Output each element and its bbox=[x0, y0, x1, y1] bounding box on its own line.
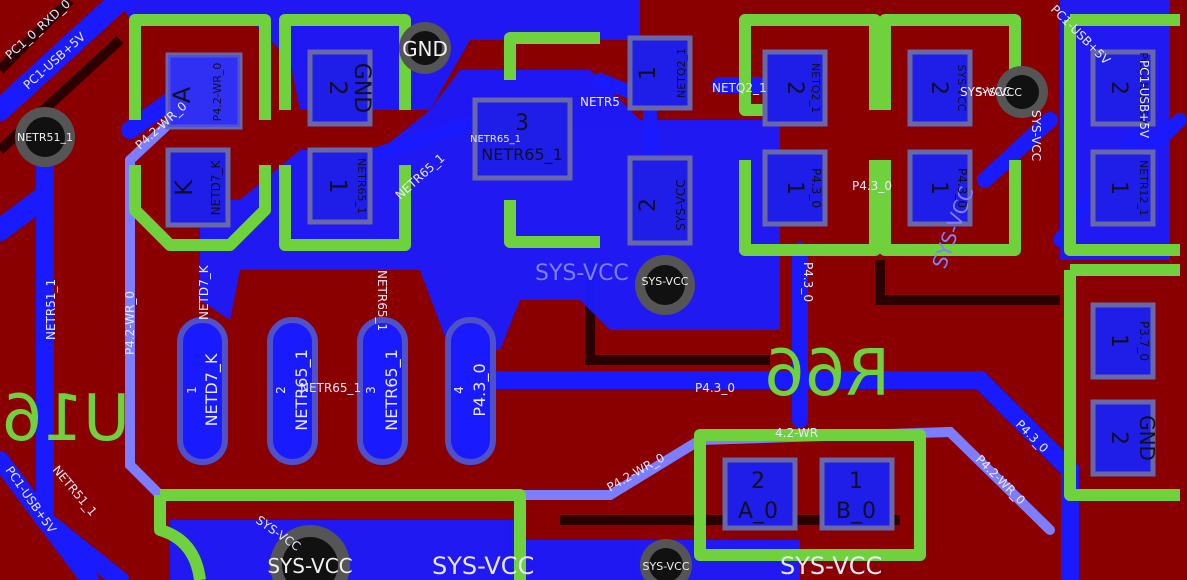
pad-u16-1-num: 1 bbox=[185, 386, 199, 394]
pad-rtop-2-net: NETQ2_1 bbox=[809, 63, 822, 113]
pad-q2-2-num: 2 bbox=[636, 198, 661, 212]
via-netr51[interactable]: NETR51_1 bbox=[15, 107, 75, 167]
pad-gnd-2-num: 2 bbox=[324, 80, 352, 95]
pad-rfar-2-net: GND bbox=[1135, 415, 1159, 461]
pad-rmid-2-net: SYS-VCC bbox=[955, 65, 968, 112]
pad-r66-1-net: B_0 bbox=[836, 499, 876, 524]
pad-q2-3-net: NETR65_1 bbox=[481, 145, 563, 165]
label-netr65-vert: NETR65_1 bbox=[375, 270, 389, 331]
designator-u16: U16 bbox=[2, 382, 130, 456]
diode-cathode-net: NETD7_K bbox=[209, 160, 223, 216]
pour-label-sysvcc-c: SYS-VCC bbox=[780, 552, 882, 580]
pad-u16-3-num: 3 bbox=[364, 386, 378, 394]
pad-rright-2-net: PC1-USB+5V bbox=[1137, 52, 1150, 124]
pad-r66-2-net: A_0 bbox=[738, 499, 778, 524]
pad-u16-3-net: NETR65_1 bbox=[382, 349, 402, 431]
via-sysvcc-bottom-mid-label: SYS-VCC bbox=[643, 560, 690, 573]
label-sysvcc-right: SYS-VCC bbox=[960, 85, 1011, 99]
label-p42-vertical: P4.2-WR_0 bbox=[123, 291, 137, 355]
pad-rmid-1-net: P4.3_0 bbox=[955, 168, 969, 208]
pad-r66-1-num: 1 bbox=[849, 469, 863, 494]
pad-gnd-2-net: GND bbox=[349, 63, 374, 113]
pour-label-sysvcc-b: SYS-VCC bbox=[432, 552, 534, 580]
label-netr65-small: NETR65_1 bbox=[470, 134, 521, 145]
label-netr65-horiz: NETR65_1 bbox=[300, 381, 361, 395]
pad-u16-4-num: 4 bbox=[452, 386, 466, 394]
label-netr5: NETR5 bbox=[580, 95, 620, 109]
pad-q2-2-net: SYS-VCC bbox=[674, 179, 688, 230]
label-p42-top-short: 4.2-WR bbox=[775, 426, 818, 440]
label-netq2-top: NETQ2_1 bbox=[712, 81, 767, 95]
pad-rfar-1-net: P3.7_0 bbox=[1137, 321, 1151, 361]
label-p43-horiz: P4.3_0 bbox=[695, 381, 735, 395]
label-netr51-vertical: NETR51_1 bbox=[44, 279, 58, 340]
pad-rtop-1-num: 1 bbox=[782, 181, 807, 195]
anode-pad-highlight bbox=[168, 55, 240, 127]
u16-pad-outlines bbox=[177, 317, 496, 465]
via-sysvcc-right[interactable]: SYS-VCC bbox=[975, 66, 1048, 118]
pad-u16-2-num: 2 bbox=[274, 386, 288, 394]
via-sysvcc-mid[interactable]: SYS-VCC bbox=[635, 255, 695, 315]
via-sysvcc-bottom-left-label: SYS-VCC bbox=[267, 554, 352, 578]
via-gnd[interactable]: GND bbox=[399, 22, 451, 74]
pad-u16-2-net: NETR65_1 bbox=[292, 349, 312, 431]
pad-u16-4-net: P4.3_0 bbox=[470, 363, 490, 416]
pour-label-sysvcc-a: SYS-VCC bbox=[535, 261, 629, 286]
label-usb-right-diag: PC1-USB+5V bbox=[1137, 60, 1151, 139]
label-sysvcc-vert: SYS-VCC bbox=[1029, 110, 1043, 161]
pad-q2-1-num: 1 bbox=[636, 66, 661, 80]
pad-rright-2-num: 2 bbox=[1106, 81, 1131, 95]
pad-r65-1-net: NETR65_1 bbox=[355, 158, 368, 214]
via-sysvcc-bottom-left[interactable]: SYS-VCC bbox=[267, 525, 353, 580]
silkscreen bbox=[129, 14, 1180, 580]
label-p43-short: P4.3_0 bbox=[852, 179, 892, 193]
via-sysvcc-right-label: SYS-VCC bbox=[975, 86, 1022, 99]
label-p43-vert: P4.3_0 bbox=[801, 262, 815, 302]
via-sysvcc-mid-label: SYS-VCC bbox=[642, 275, 689, 288]
via-netr51-label: NETR51_1 bbox=[17, 131, 73, 144]
pad-rfar-2-num: 2 bbox=[1106, 431, 1131, 445]
pad-u16-1-net: NETD7_K bbox=[202, 353, 222, 426]
label-netd7-vertical: NETD7_K bbox=[197, 264, 211, 320]
pad-rmid-2-num: 2 bbox=[926, 81, 951, 95]
pad-rright-1-num: 1 bbox=[1106, 181, 1131, 195]
pad-rmid-1-num: 1 bbox=[926, 181, 951, 195]
designator-r66: R66 bbox=[764, 337, 890, 411]
via-gnd-label: GND bbox=[402, 37, 448, 61]
via-sysvcc-bottom-mid[interactable]: SYS-VCC bbox=[640, 539, 692, 580]
pad-rtop-2-num: 2 bbox=[782, 81, 807, 95]
diode-cathode-label: K bbox=[170, 179, 198, 196]
pad-q2-3-num: 3 bbox=[515, 111, 529, 136]
pad-rtop-1-net: P4.3_0 bbox=[809, 168, 823, 208]
pad-rright-1-net: NETR12_1 bbox=[1137, 160, 1150, 216]
diode-anode-label: A bbox=[168, 86, 196, 103]
diode-anode-net: P4.2-WR_0 bbox=[211, 63, 224, 122]
pad-r66-2-num: 2 bbox=[751, 469, 765, 494]
pad-r65-1-num: 1 bbox=[324, 178, 352, 193]
pad-q2-1-net: NETQ2_1 bbox=[675, 48, 688, 98]
pad-rfar-1-num: 1 bbox=[1106, 334, 1131, 348]
